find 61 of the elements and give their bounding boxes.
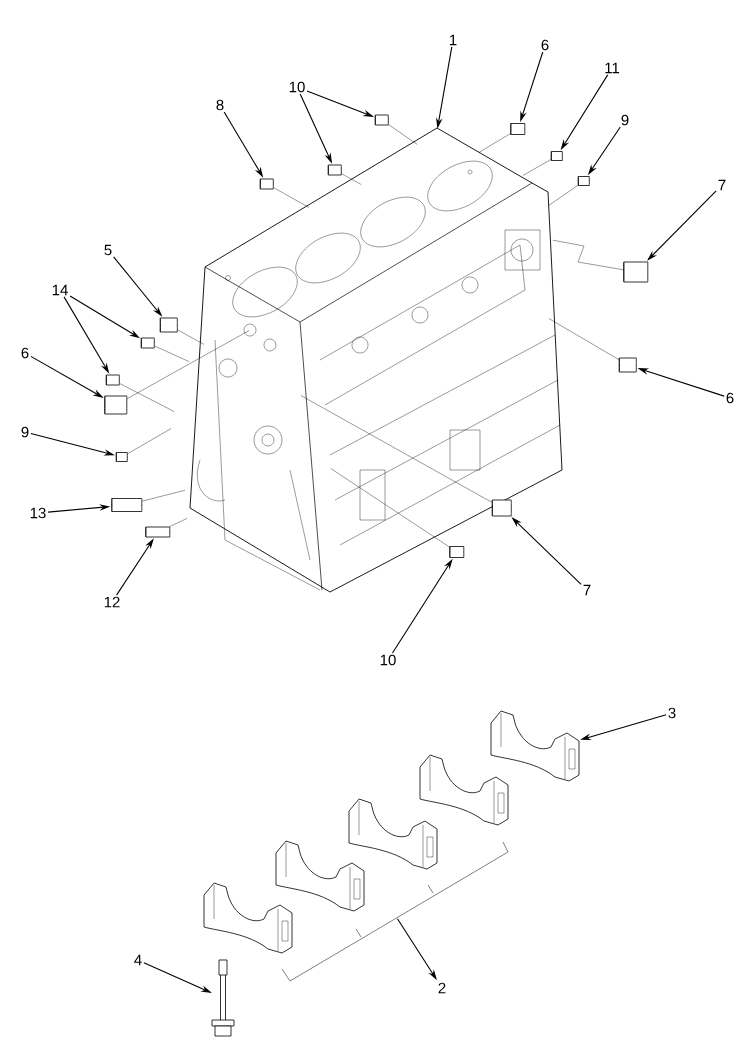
callout-number: 7 [718, 179, 726, 191]
plug [145, 526, 171, 538]
plug [577, 176, 590, 186]
plug [105, 374, 120, 386]
leader-arrow [647, 190, 717, 261]
callout-number: 6 [541, 39, 549, 51]
assembly-line [119, 383, 175, 412]
assembly-line [522, 159, 552, 176]
plug [327, 164, 342, 176]
callout-number: 5 [104, 244, 112, 256]
plug [104, 395, 128, 415]
assembly-line [478, 133, 511, 153]
assembly-line [177, 329, 205, 345]
assembly-line [273, 187, 310, 208]
assembly-line [126, 330, 250, 399]
assembly-line [141, 490, 186, 502]
callout-number: 7 [583, 584, 591, 596]
callout-number: 3 [668, 707, 676, 719]
callout-number: 1 [450, 34, 457, 46]
callout-number: 12 [104, 596, 120, 608]
plug [623, 261, 649, 283]
plug [510, 123, 526, 135]
bracket [281, 841, 509, 982]
callout-number: 2 [438, 982, 446, 994]
assembly-line [552, 240, 624, 271]
assembly-line [169, 518, 188, 527]
assembly-line [330, 468, 450, 548]
assembly-line [548, 318, 620, 360]
assembly-line [388, 124, 418, 145]
bolt-drawing [211, 959, 235, 1037]
assembly-line [341, 173, 362, 185]
bearing-cap-drawing [419, 754, 509, 826]
bearing-cap-drawing [203, 882, 293, 954]
callout-number: 8 [216, 99, 224, 111]
plug [491, 499, 512, 517]
plug [259, 178, 274, 190]
callout-number: 4 [134, 954, 142, 966]
callout-number: 6 [21, 347, 29, 359]
bearing-cap-drawing [490, 710, 580, 782]
assembly-line [300, 395, 493, 503]
plug [550, 151, 563, 161]
callout-number: 10 [289, 81, 305, 93]
assembly-line [127, 428, 172, 454]
callout-number: 9 [621, 114, 629, 126]
plug [374, 114, 389, 126]
assembly-line [154, 345, 190, 362]
callout-number: 10 [380, 654, 396, 666]
engine-block-drawing [189, 127, 563, 593]
plug [140, 337, 155, 349]
callout-number: 14 [52, 284, 68, 296]
callout-number: 6 [726, 392, 734, 404]
plug [115, 452, 128, 462]
plug [449, 546, 465, 558]
callout-number: 11 [605, 62, 620, 74]
callout-number: 13 [30, 507, 46, 519]
plug [618, 357, 637, 373]
callout-number: 9 [21, 426, 29, 438]
assembly-line [548, 184, 579, 206]
bearing-cap-drawing [348, 798, 438, 870]
plug [159, 317, 178, 333]
plug [111, 498, 143, 512]
